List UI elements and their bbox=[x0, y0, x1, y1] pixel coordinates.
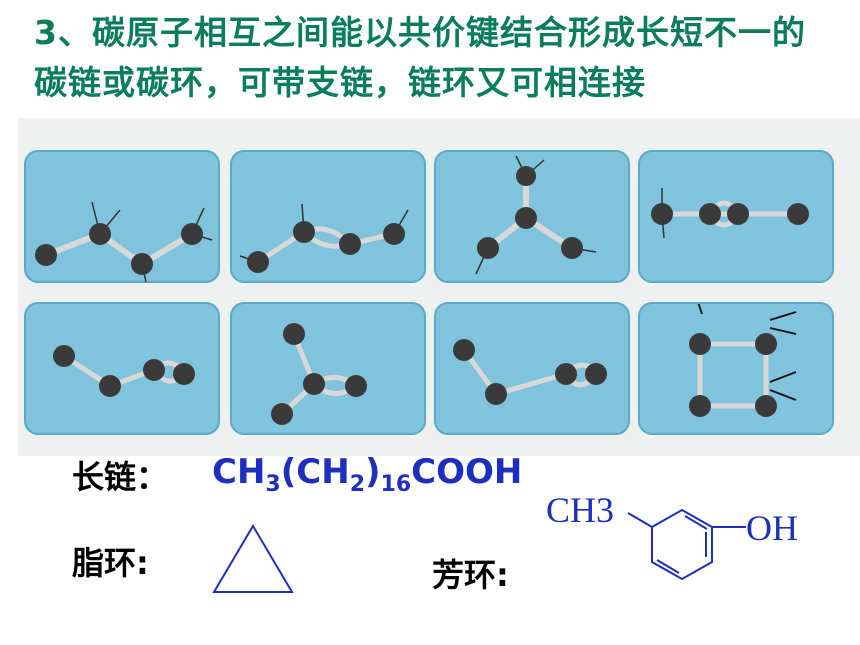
molecule-straight-chain-icon bbox=[35, 201, 213, 283]
model-ring bbox=[638, 302, 834, 435]
carbon-models-photo bbox=[18, 118, 860, 456]
model-chain-with-double-2 bbox=[434, 302, 630, 435]
molecule-double-bond-icon bbox=[239, 203, 409, 273]
molecule-branched-icon bbox=[475, 155, 597, 275]
molecule-ring-icon bbox=[689, 304, 797, 417]
model-triple-bond-chain bbox=[638, 150, 834, 283]
cyclopropane-triangle-icon bbox=[212, 524, 294, 593]
aromatic-ring-label: 芳环: bbox=[432, 556, 509, 594]
aromatic-structure-icon: CH3 OH bbox=[546, 490, 798, 581]
model-branched-chain bbox=[434, 150, 630, 283]
model-chain-with-double bbox=[24, 302, 220, 435]
molecule-triple-bond-icon bbox=[651, 188, 809, 239]
slide-title: 3、碳原子相互之间能以共价键结合形成长短不一的碳链或碳环，可带支链，链环又可相连… bbox=[34, 13, 806, 102]
molecule-chain-double-2-icon bbox=[453, 339, 607, 405]
oh-group-label: OH bbox=[746, 508, 798, 548]
long-chain-formula: CH3(CH2)16COOH bbox=[212, 452, 523, 497]
long-chain-label: 长链： bbox=[72, 458, 169, 496]
model-straight-chain bbox=[24, 150, 220, 283]
molecule-branched-double-icon bbox=[271, 323, 367, 425]
model-double-bond-chain bbox=[230, 150, 426, 283]
ch3-group-label: CH3 bbox=[546, 490, 614, 530]
model-branched-double bbox=[230, 302, 426, 435]
aliphatic-ring-label: 脂环: bbox=[72, 544, 149, 582]
molecule-chain-double-icon bbox=[53, 345, 195, 397]
